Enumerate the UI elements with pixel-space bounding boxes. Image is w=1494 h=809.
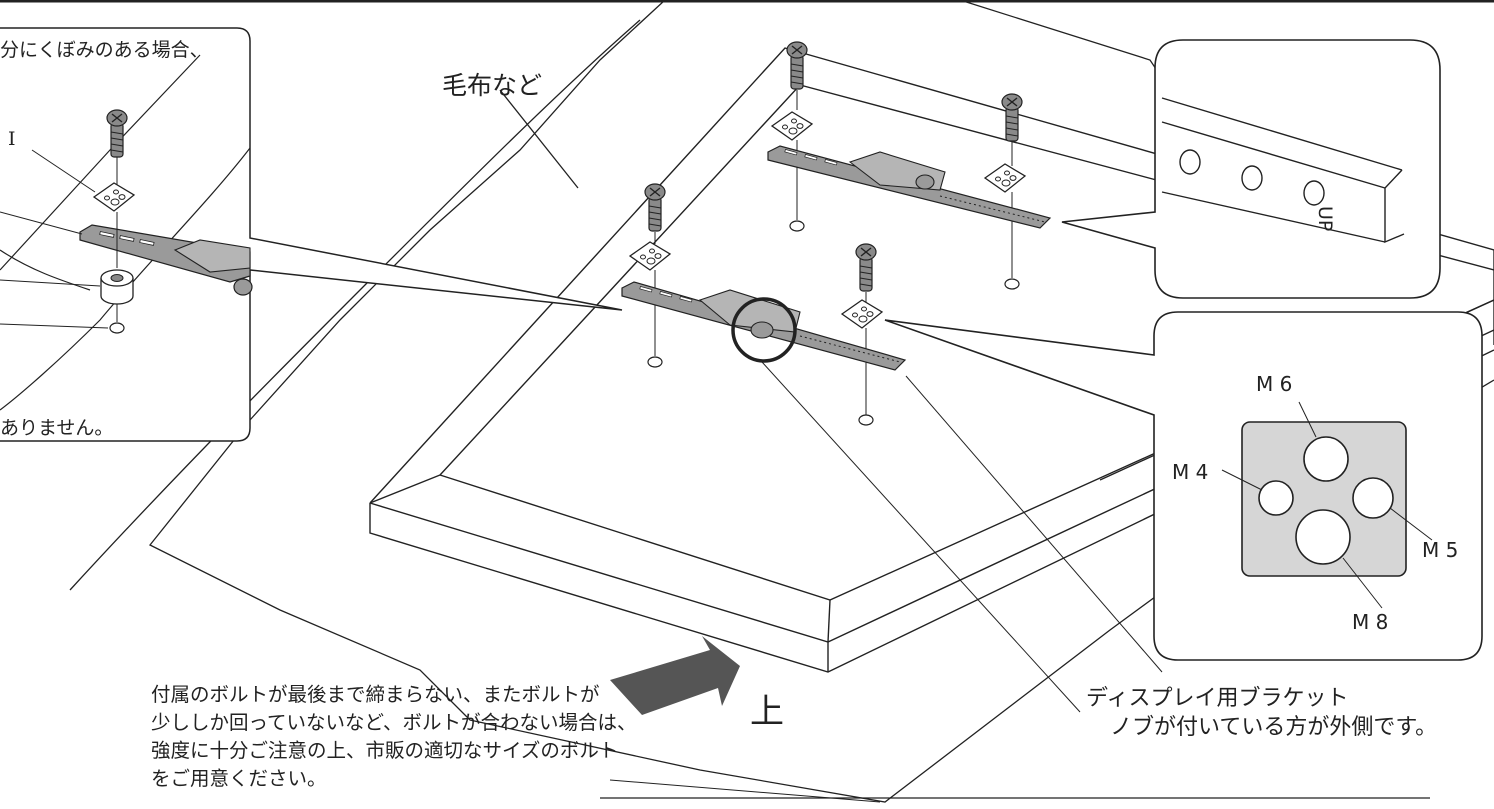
blanket-label: 毛布など: [442, 71, 543, 100]
spacer-plate-icon: [984, 163, 1026, 193]
inset-leaders: [0, 149, 109, 329]
up-rail-drawing: [1161, 97, 1405, 244]
inset-bottom-text: ありません。: [0, 417, 114, 439]
note-line-2: 少ししか回っていないなど、ボルトが合わない場合は、: [151, 711, 637, 734]
hole-m6-label: M 6: [1256, 372, 1293, 396]
upper-display-bracket: [767, 145, 1052, 229]
bracket-note-label: ノブが付いている方が外側です。: [1110, 715, 1438, 740]
spacer-plate-icon: [841, 299, 883, 329]
main-hardware: [621, 41, 1052, 426]
up-direction-arrow-icon: [610, 636, 740, 715]
inset-label-i: I: [8, 128, 16, 150]
main-leaders: [609, 361, 1163, 803]
knob-highlight-circle: [731, 297, 797, 363]
note-line-1: 付属のボルトが最後まで締まらない、またボルトが: [151, 683, 600, 706]
spacer-plate-icon: [771, 111, 813, 141]
hole-m6: [1303, 436, 1349, 482]
hole-m5-label: M 5: [1422, 538, 1459, 562]
hole-icon: [789, 220, 805, 232]
bolt-icon: [855, 243, 877, 292]
hole-m4-label: M 4: [1172, 460, 1209, 484]
bolt-icon: [1001, 93, 1023, 142]
hole-icon: [858, 414, 874, 426]
hole-m8-label: M 8: [1352, 610, 1389, 634]
inset-spacer-collar: [100, 269, 134, 305]
note-line-3: 強度に十分ご注意の上、市販の適切なサイズのボルト: [151, 739, 619, 762]
up-mark-label: UP: [1314, 206, 1336, 232]
inset-callout-bubble: [0, 27, 623, 442]
spacer-plate-detail: [1241, 421, 1407, 577]
bolt-icon: [644, 183, 666, 232]
hole-m5: [1352, 477, 1394, 519]
spacer-plate-icon: [629, 241, 671, 271]
inset-hole: [109, 322, 125, 334]
bolt-icon: [786, 41, 808, 90]
inset-bracket: [79, 224, 253, 296]
up-mark-callout: [1061, 39, 1441, 299]
inset-panel-lines: [0, 54, 251, 411]
up-direction-label: 上: [750, 692, 784, 732]
note-line-4: をご用意ください。: [151, 767, 327, 790]
lower-display-bracket: [621, 281, 907, 371]
bracket-name-label: ディスプレイ用ブラケット: [1086, 686, 1349, 711]
inset-top-text: 分にくぼみのある場合、: [0, 39, 209, 61]
hole-icon: [1004, 278, 1020, 290]
hole-m8: [1295, 509, 1351, 565]
spacer-leaders: [1221, 401, 1433, 609]
hole-m4: [1258, 480, 1294, 516]
hole-icon: [647, 356, 663, 368]
